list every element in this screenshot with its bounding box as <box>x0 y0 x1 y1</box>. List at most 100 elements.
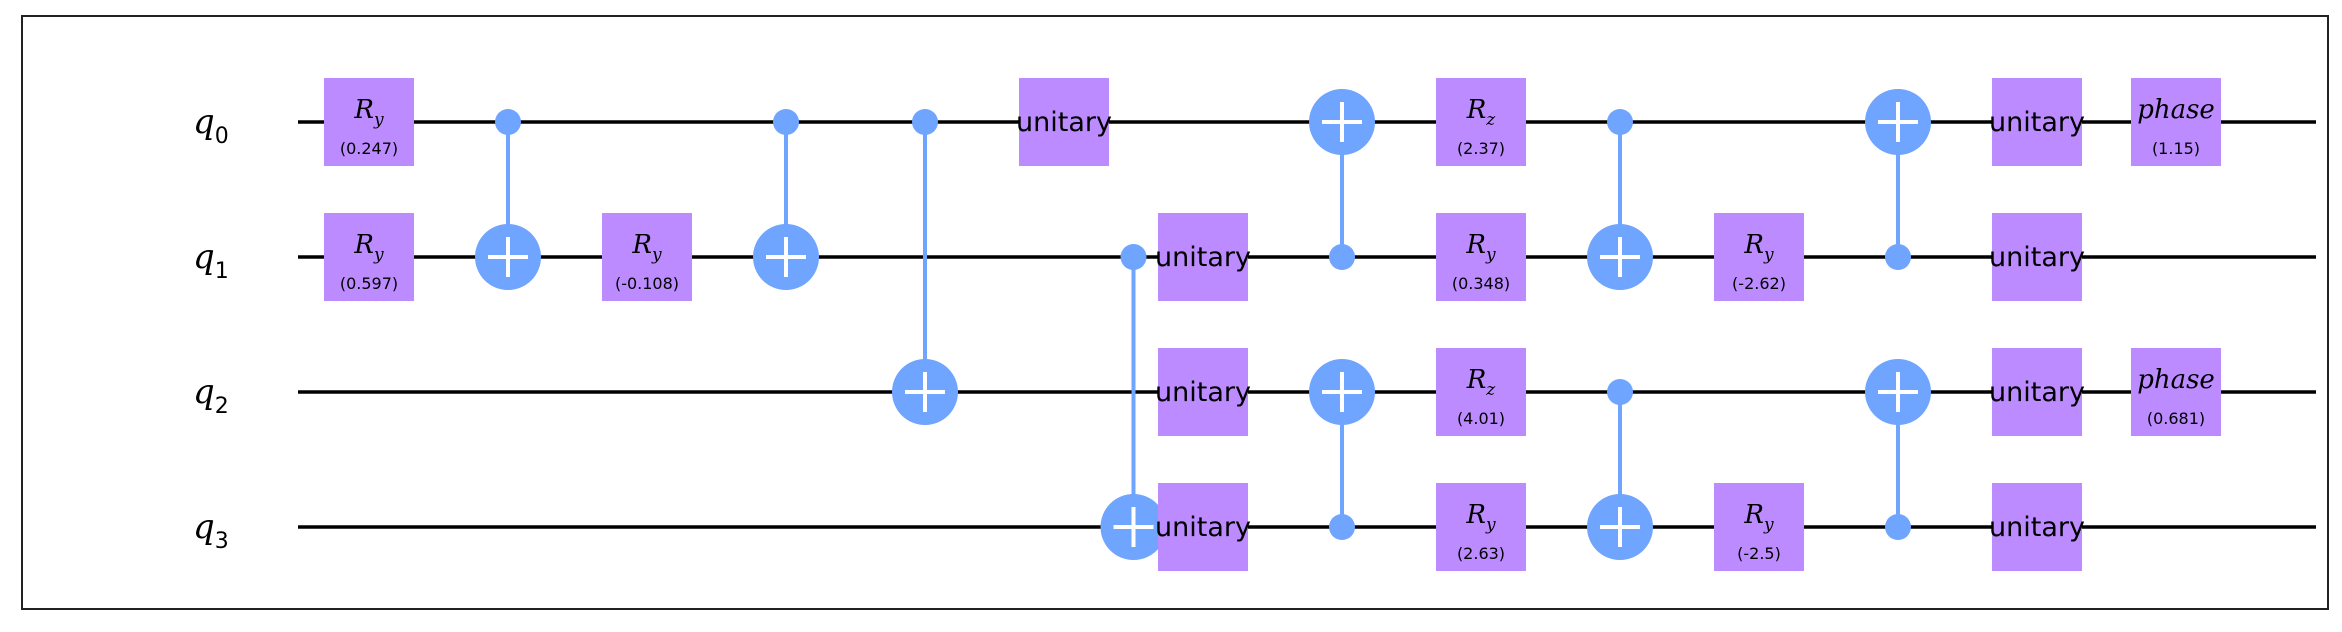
gate-parameter: (4.01) <box>1457 409 1505 428</box>
gate-name-text: R <box>1743 230 1764 260</box>
control-dot <box>1329 514 1355 540</box>
gate-subscript: y <box>373 110 384 130</box>
target-plus-icon <box>1865 89 1931 155</box>
gate-name: Ry <box>1465 230 1496 265</box>
qubit-name: q <box>193 507 215 547</box>
gate-box <box>1158 483 1248 571</box>
unitary-gate: unitary <box>1016 78 1112 166</box>
rotation-gate: Ry(0.247) <box>324 78 414 166</box>
control-dot <box>1607 379 1633 405</box>
qubit-index: 3 <box>215 529 229 554</box>
gate-label: unitary <box>1989 512 2085 543</box>
gate-name-text: R <box>1465 230 1486 260</box>
gate-name: Ry <box>1465 500 1496 535</box>
target-plus-icon <box>1309 89 1375 155</box>
gate-name-text: R <box>1466 365 1487 395</box>
qubit-index: 0 <box>215 124 229 149</box>
qubit-index: 1 <box>215 259 229 284</box>
cnot-gate <box>1587 109 1653 290</box>
gate-box <box>1436 213 1526 301</box>
rotation-gate: Rz (4.01) <box>1436 348 1526 436</box>
rotation-gate: Rz(2.37) <box>1436 78 1526 166</box>
gate-name: Rz <box>1466 365 1497 400</box>
gate-name-text: R <box>631 230 652 260</box>
gate-parameter: (1.15) <box>2152 139 2200 158</box>
control-dot <box>495 109 521 135</box>
cnot-gate <box>1865 89 1931 270</box>
unitary-gate: unitary <box>1989 78 2085 166</box>
qubit-label-3: q3 <box>193 507 229 554</box>
gate-subscript: y <box>1485 245 1496 265</box>
gate-box <box>1714 213 1804 301</box>
qubit-label-2: q2 <box>193 372 229 419</box>
gate-connectors <box>506 122 1900 527</box>
gate-box <box>324 213 414 301</box>
gate-box <box>1019 78 1109 166</box>
gate-label: unitary <box>1989 377 2085 408</box>
gate-parameter: (0.597) <box>340 274 398 293</box>
gate-label: unitary <box>1016 107 1112 138</box>
gate-box <box>1436 348 1526 436</box>
unitary-gate: unitary <box>1155 348 1251 436</box>
gate-name: Ry <box>631 230 662 265</box>
gate-parameter: (-0.108) <box>615 274 679 293</box>
gate-box <box>1158 348 1248 436</box>
gate-name: Ry <box>353 230 384 265</box>
target-plus-icon <box>1587 494 1653 560</box>
gate-box <box>602 213 692 301</box>
gate-box <box>1158 213 1248 301</box>
control-dot <box>1120 244 1147 270</box>
gate-name: Ry <box>353 95 384 130</box>
control-dot <box>912 109 938 135</box>
control-dot <box>1885 514 1911 540</box>
target-plus-icon <box>892 359 958 425</box>
gate-name: phase <box>2137 95 2215 125</box>
cnot-gate <box>1587 379 1653 560</box>
target-plus-icon <box>1100 494 1167 560</box>
target-plus-icon <box>1865 359 1931 425</box>
gate-name-text: phase <box>2137 95 2215 125</box>
rotation-gate: Ry (-2.5) <box>1714 483 1804 571</box>
qubit-name: q <box>193 102 215 142</box>
unitary-gate: unitary <box>1155 483 1251 571</box>
cnot-gate <box>892 109 958 425</box>
target-plus-icon <box>753 224 819 290</box>
gate-parameter: (-2.62) <box>1732 274 1786 293</box>
gate-name: Rz <box>1466 95 1497 130</box>
gate-subscript: y <box>1763 515 1774 535</box>
gate-name-text: R <box>353 230 374 260</box>
rotation-gate: Ry (0.597) <box>324 213 414 301</box>
unitary-gate: unitary <box>1989 213 2085 301</box>
gate-name-text: R <box>353 95 374 125</box>
target-plus-icon <box>1309 359 1375 425</box>
gate-label: unitary <box>1155 377 1251 408</box>
gate-subscript: z <box>1485 110 1496 130</box>
qubit-label-1: q1 <box>193 237 229 284</box>
cnot-gate <box>1865 359 1931 540</box>
gate-box <box>1436 78 1526 166</box>
cnot-gate <box>1309 89 1375 270</box>
control-dot <box>1329 244 1355 270</box>
gate-name-text: R <box>1465 500 1486 530</box>
gate-box <box>1436 483 1526 571</box>
gate-label: unitary <box>1989 242 2085 273</box>
phase-gate: phase (1.15) <box>2131 78 2221 166</box>
cnot-gate <box>1309 359 1375 540</box>
gate-subscript: y <box>1485 515 1496 535</box>
gate-box <box>1714 483 1804 571</box>
cnot-gate <box>753 109 819 290</box>
gate-name-text: phase <box>2137 365 2215 395</box>
control-dot <box>1607 109 1633 135</box>
control-dot <box>773 109 799 135</box>
qubit-label-0: q0 <box>193 102 229 149</box>
cnot-gate <box>475 109 541 290</box>
gate-label: unitary <box>1155 242 1251 273</box>
gate-box <box>2131 78 2221 166</box>
qubit-name: q <box>193 237 215 277</box>
gate-name-text: R <box>1743 500 1764 530</box>
gate-subscript: y <box>373 245 384 265</box>
gate-parameter: (0.348) <box>1452 274 1510 293</box>
gate-parameter: (-2.5) <box>1737 544 1781 563</box>
